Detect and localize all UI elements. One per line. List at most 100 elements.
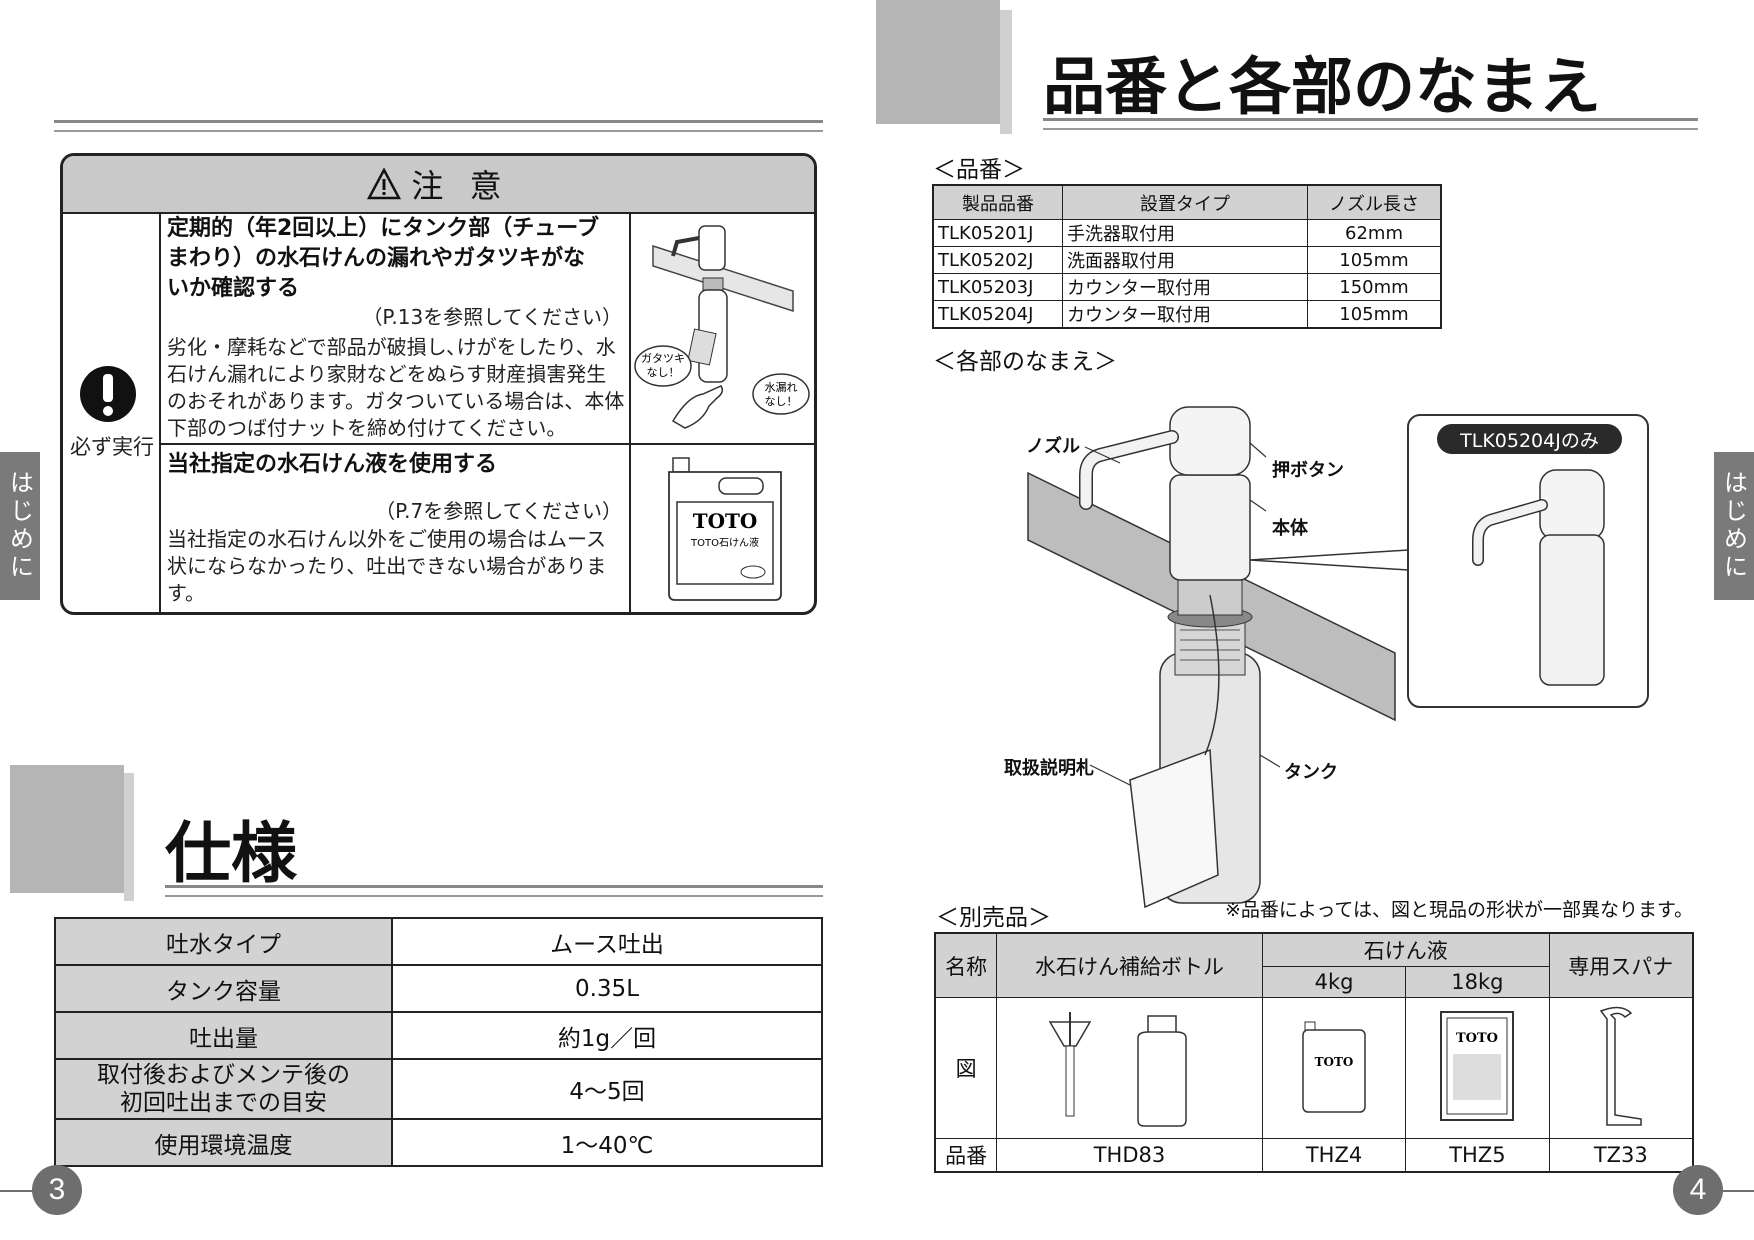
table-header-row: 4kg 18kg bbox=[935, 966, 1693, 998]
table-row: 取付後およびメンテ後の 初回吐出までの目安 4～5回 bbox=[54, 1058, 823, 1120]
table-cell: 手洗器取付用 bbox=[1062, 219, 1308, 247]
spec-value: 4～5回 bbox=[391, 1058, 823, 1120]
part-number: THD83 bbox=[996, 1138, 1263, 1173]
table-cell: TLK05203J bbox=[932, 273, 1063, 301]
part-number: TZ33 bbox=[1548, 1138, 1694, 1173]
separate-items-table: 名称 水石けん補給ボトル 石けん液 専用スパナ 4kg 18kg 図 TOTO bbox=[934, 932, 1694, 1173]
body-label: 本体 bbox=[1272, 518, 1308, 539]
side-tab-right: はじめに bbox=[1714, 452, 1754, 600]
svg-text:水漏れ: 水漏れ bbox=[765, 381, 798, 394]
nozzle-label: ノズル bbox=[1026, 436, 1080, 457]
top-rule bbox=[54, 120, 823, 123]
page-number-line bbox=[1720, 1190, 1754, 1192]
table-cell: 105mm bbox=[1307, 246, 1442, 274]
caution-divider bbox=[159, 443, 814, 445]
spec-value: 0.35L bbox=[391, 964, 823, 1013]
table-cell: 62mm bbox=[1307, 219, 1442, 247]
product-section-label: ＜品番＞ bbox=[933, 157, 1025, 183]
title-rule bbox=[1043, 118, 1698, 121]
soap-jug-illustration: TOTO TOTO石けん液 bbox=[668, 457, 782, 601]
table-row: 図 TOTO TOTO bbox=[934, 997, 1694, 1139]
table-header-row: 名称 水石けん補給ボトル 石けん液 専用スパナ bbox=[934, 932, 1694, 998]
jug-brand-text: TOTO bbox=[1315, 1055, 1354, 1069]
column-header: 名称 bbox=[934, 932, 998, 998]
page-title: 品番と各部のなまえ bbox=[1043, 50, 1602, 123]
caution-divider bbox=[629, 212, 631, 612]
inset-badge: TLK05204Jのみ bbox=[1437, 424, 1622, 454]
table-row: 使用環境温度 1～40℃ bbox=[54, 1118, 823, 1167]
soap-jug-4kg-icon: TOTO bbox=[1302, 1021, 1366, 1113]
caution-item2-body: 当社指定の水石けん以外をご使用の場合はムース 状にならなかったり、吐出できない場… bbox=[167, 527, 607, 605]
column-header: 設置タイプ bbox=[1062, 184, 1308, 220]
mandatory-action-icon bbox=[80, 366, 136, 422]
box-brand-text: TOTO bbox=[1456, 1031, 1498, 1046]
table-cell: 150mm bbox=[1307, 273, 1442, 301]
table-row: TLK05201J 手洗器取付用 62mm bbox=[932, 219, 1442, 247]
tank-label: タンク bbox=[1284, 762, 1338, 783]
caution-header: 注 意 bbox=[63, 156, 814, 214]
manual-tag-label: 取扱説明札 bbox=[1004, 758, 1094, 779]
table-cell: カウンター取付用 bbox=[1062, 300, 1308, 329]
refill-bottle-icon bbox=[1048, 1011, 1187, 1127]
section-marker bbox=[10, 765, 124, 893]
svg-text:なし！: なし！ bbox=[647, 366, 680, 379]
spec-label: 取付後およびメンテ後の 初回吐出までの目安 bbox=[54, 1058, 393, 1120]
push-button-label: 押ボタン bbox=[1272, 460, 1344, 481]
table-header-row: 製品品番 設置タイプ ノズル長さ bbox=[932, 184, 1442, 220]
spec-value: 1～40℃ bbox=[391, 1118, 823, 1167]
box-18kg-figure-cell: TOTO bbox=[1405, 997, 1550, 1139]
must-do-label: 必ず実行 bbox=[70, 435, 154, 459]
parts-section-label: ＜各部のなまえ＞ bbox=[933, 349, 1117, 375]
caution-item2-heading: 当社指定の水石けん液を使用する bbox=[167, 452, 498, 477]
spec-label: 使用環境温度 bbox=[54, 1118, 393, 1167]
table-row: TLK05203J カウンター取付用 150mm bbox=[932, 273, 1442, 301]
section-marker-shadow bbox=[124, 773, 134, 901]
top-rule-thin bbox=[54, 130, 823, 132]
column-header: 18kg bbox=[1405, 966, 1550, 998]
part-label: 品番 bbox=[934, 1138, 998, 1173]
part-number: THZ5 bbox=[1405, 1138, 1550, 1173]
dispenser-check-illustration: ガタツキ なし！ 水漏れ なし！ bbox=[634, 225, 810, 429]
spec-label: タンク容量 bbox=[54, 964, 393, 1013]
table-cell: TLK05204J bbox=[932, 300, 1063, 329]
table-row: 品番 THD83 THZ4 THZ5 TZ33 bbox=[934, 1138, 1694, 1173]
figure-label: 図 bbox=[934, 997, 998, 1139]
caution-title: 注 意 bbox=[411, 167, 510, 205]
soap-box-18kg-icon: TOTO bbox=[1440, 1010, 1515, 1121]
table-cell: TLK05202J bbox=[932, 246, 1063, 274]
page-number: 3 bbox=[32, 1165, 82, 1215]
warning-triangle-icon bbox=[367, 168, 402, 200]
caution-item1-body: 劣化・摩耗などで部品が破損し､けがをしたり、水 石けん漏れにより家財などをぬらす… bbox=[167, 335, 625, 440]
table-cell: 105mm bbox=[1307, 300, 1442, 329]
table-row: 吐出量 約1g／回 bbox=[54, 1011, 823, 1060]
caution-box: 注 意 必ず実行 定期的（年2回以上）にタンク部（チューブ まわり）の水石けんの… bbox=[60, 153, 817, 615]
separate-section-label: ＜別売品＞ bbox=[936, 905, 1051, 931]
section-marker bbox=[876, 0, 1000, 124]
caution-item1-heading: 定期的（年2回以上）にタンク部（チューブ まわり）の水石けんの漏れやガタツキがな… bbox=[167, 216, 599, 301]
column-header: 水石けん補給ボトル bbox=[996, 932, 1263, 998]
table-row: TLK05202J 洗面器取付用 105mm bbox=[932, 246, 1442, 274]
spec-value: 約1g／回 bbox=[391, 1011, 823, 1060]
column-header: 製品品番 bbox=[932, 184, 1063, 220]
spec-rule-thin bbox=[165, 895, 823, 897]
table-cell: TLK05201J bbox=[932, 219, 1063, 247]
bubble-left-text: ガタツキ bbox=[641, 352, 685, 365]
caution-divider bbox=[159, 212, 161, 612]
shape-note: ※品番によっては、図と現品の形状が一部異なります。 bbox=[1225, 899, 1694, 921]
svg-text:なし！: なし！ bbox=[765, 395, 798, 408]
part-number: THZ4 bbox=[1261, 1138, 1407, 1173]
title-rule-thin bbox=[1043, 128, 1698, 130]
product-table: 製品品番 設置タイプ ノズル長さ TLK05201J 手洗器取付用 62mm T… bbox=[932, 184, 1442, 329]
table-row: タンク容量 0.35L bbox=[54, 964, 823, 1013]
caution-item2-reference: （P.7を参照してください） bbox=[375, 499, 622, 523]
jug-label-text: TOTO石けん液 bbox=[690, 536, 759, 549]
page-number: 4 bbox=[1673, 1165, 1723, 1215]
table-cell: カウンター取付用 bbox=[1062, 273, 1308, 301]
table-row: TLK05204J カウンター取付用 105mm bbox=[932, 300, 1442, 329]
spanner-figure-cell bbox=[1548, 997, 1694, 1139]
spec-table: 吐水タイプ ムース吐出 タンク容量 0.35L 吐出量 約1g／回 取付後および… bbox=[54, 917, 823, 1167]
spec-value: ムース吐出 bbox=[391, 917, 823, 966]
column-header: 4kg bbox=[1261, 966, 1407, 998]
table-cell: 洗面器取付用 bbox=[1062, 246, 1308, 274]
column-header: 石けん液 bbox=[1261, 932, 1550, 967]
